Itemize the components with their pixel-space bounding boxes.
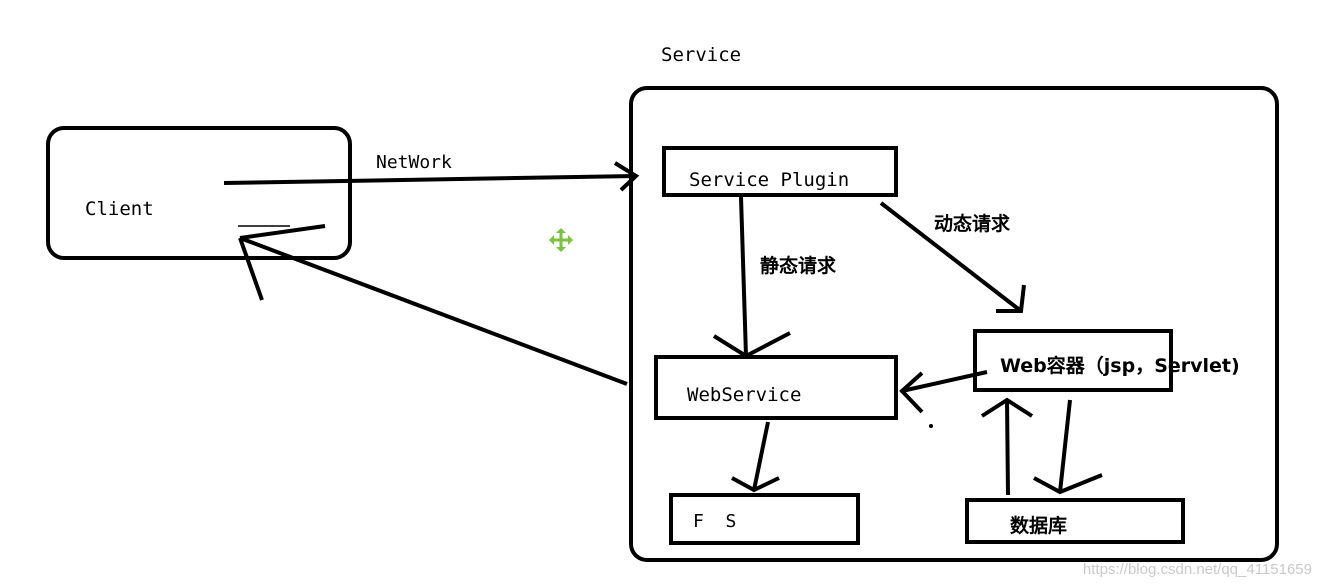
service-title: Service bbox=[661, 44, 741, 66]
network-arrow bbox=[223, 174, 637, 185]
dynamic-request-arrow bbox=[879, 201, 1023, 313]
response-arrow bbox=[239, 236, 628, 386]
container-to-database-arrow bbox=[1058, 399, 1072, 493]
service-plugin-label: Service Plugin bbox=[689, 169, 849, 191]
static-request-label: 静态请求 bbox=[760, 254, 837, 277]
fs-box bbox=[669, 493, 860, 545]
dynamic-request-arrowhead bbox=[996, 284, 1026, 313]
web-container-label: Web容器（jsp，Servlet) bbox=[1000, 354, 1240, 377]
response-arrowhead-long bbox=[238, 237, 264, 301]
container-to-webservice-arrowhead bbox=[899, 371, 924, 414]
webservice-to-fs-arrowhead bbox=[731, 476, 780, 493]
fs-label: F S bbox=[693, 511, 736, 532]
network-arrowhead bbox=[613, 161, 640, 192]
container-to-webservice-arrow bbox=[901, 370, 988, 393]
web-container-box bbox=[973, 329, 1173, 392]
service-container bbox=[629, 86, 1279, 562]
container-to-database-arrowhead bbox=[1033, 473, 1103, 495]
web-service-label: WebService bbox=[687, 384, 801, 406]
database-label: 数据库 bbox=[1010, 514, 1067, 537]
response-arrowhead-short bbox=[239, 224, 326, 240]
database-box bbox=[965, 498, 1185, 544]
web-service-box bbox=[654, 355, 898, 420]
stray-dot bbox=[929, 424, 933, 428]
service-plugin-box bbox=[662, 146, 898, 197]
move-cursor-icon bbox=[549, 228, 573, 252]
static-request-arrowhead bbox=[712, 331, 791, 359]
dynamic-request-label: 动态请求 bbox=[934, 212, 1011, 235]
database-to-container-arrowhead bbox=[980, 397, 1034, 418]
static-request-arrow bbox=[739, 196, 748, 357]
client-label: Client bbox=[85, 198, 154, 220]
client-box bbox=[46, 126, 352, 260]
database-to-container-arrow bbox=[1005, 399, 1010, 496]
webservice-to-fs-arrow bbox=[752, 421, 770, 491]
network-label: NetWork bbox=[376, 152, 452, 173]
watermark: https://blog.csdn.net/qq_41151659 bbox=[1083, 561, 1312, 578]
